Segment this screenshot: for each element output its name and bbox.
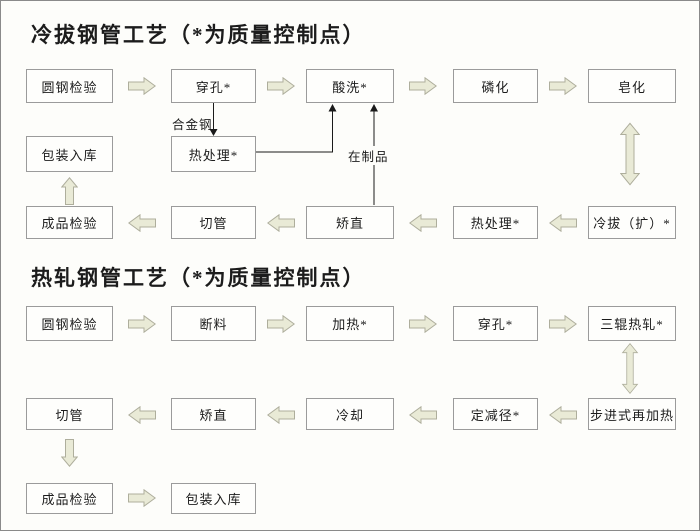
node-finished-product-inspection-2: 成品检验 — [26, 483, 113, 514]
node-pipe-cutting-2: 切管 — [26, 398, 113, 430]
chart2-title: 热轧钢管工艺（*为质量控制点） — [31, 266, 366, 290]
connector-arrowhead — [370, 104, 378, 112]
connector-arrowhead — [328, 104, 337, 112]
arrow-right-icon — [128, 77, 156, 95]
arrow-right-icon — [549, 315, 577, 333]
arrow-right-icon — [128, 489, 156, 507]
double-arrow-icon — [622, 343, 638, 394]
arrow-right-icon — [128, 315, 156, 333]
node-cold-drawing-expanding: 冷拔（扩）* — [588, 206, 676, 239]
arrow-down-icon — [61, 439, 78, 467]
node-straightening: 矫直 — [306, 206, 394, 239]
node-heating: 加热* — [306, 306, 394, 341]
node-straightening-2: 矫直 — [171, 398, 256, 430]
connector-heat-treatment-to-pickling — [256, 110, 333, 153]
node-sizing-reducing: 定减径* — [453, 398, 538, 430]
node-phosphating: 磷化 — [453, 69, 538, 103]
arrow-left-icon — [267, 214, 295, 232]
arrow-right-icon — [549, 77, 577, 95]
label-alloy-steel: 合金钢 — [172, 118, 213, 132]
arrow-left-icon — [409, 214, 437, 232]
node-round-steel-inspection: 圆钢检验 — [26, 69, 113, 103]
arrow-left-icon — [128, 214, 156, 232]
arrow-left-icon — [549, 406, 577, 424]
node-piercing-2: 穿孔* — [453, 306, 538, 341]
double-arrow-icon — [620, 122, 640, 186]
arrow-left-icon — [267, 406, 295, 424]
node-billet-cutting: 断料 — [171, 306, 256, 341]
node-pickling: 酸洗* — [306, 69, 394, 103]
chart1-title: 冷拔钢管工艺（*为质量控制点） — [31, 23, 366, 47]
arrow-up-icon — [61, 177, 78, 205]
arrow-left-icon — [409, 406, 437, 424]
node-three-roll-hot-rolling: 三辊热轧* — [588, 306, 676, 341]
node-heat-treatment: 热处理* — [171, 136, 256, 172]
node-finished-product-inspection: 成品检验 — [26, 206, 113, 239]
arrow-right-icon — [409, 315, 437, 333]
arrow-right-icon — [267, 315, 295, 333]
node-saponification: 皂化 — [588, 69, 676, 103]
arrow-right-icon — [267, 77, 295, 95]
node-cooling: 冷却 — [306, 398, 394, 430]
node-walking-beam-reheating: 步进式再加热 — [588, 398, 676, 430]
node-round-steel-inspection-2: 圆钢检验 — [26, 306, 113, 341]
arrow-left-icon — [128, 406, 156, 424]
arrow-right-icon — [409, 77, 437, 95]
node-pipe-cutting: 切管 — [171, 206, 256, 239]
node-packing-warehousing-2: 包装入库 — [171, 483, 256, 514]
label-work-in-process: 在制品 — [347, 146, 390, 165]
node-packing-warehousing: 包装入库 — [26, 136, 113, 172]
connector-arrowhead — [209, 129, 218, 136]
node-heat-treatment-2: 热处理* — [453, 206, 538, 239]
arrow-left-icon — [549, 214, 577, 232]
node-piercing: 穿孔* — [171, 69, 256, 103]
